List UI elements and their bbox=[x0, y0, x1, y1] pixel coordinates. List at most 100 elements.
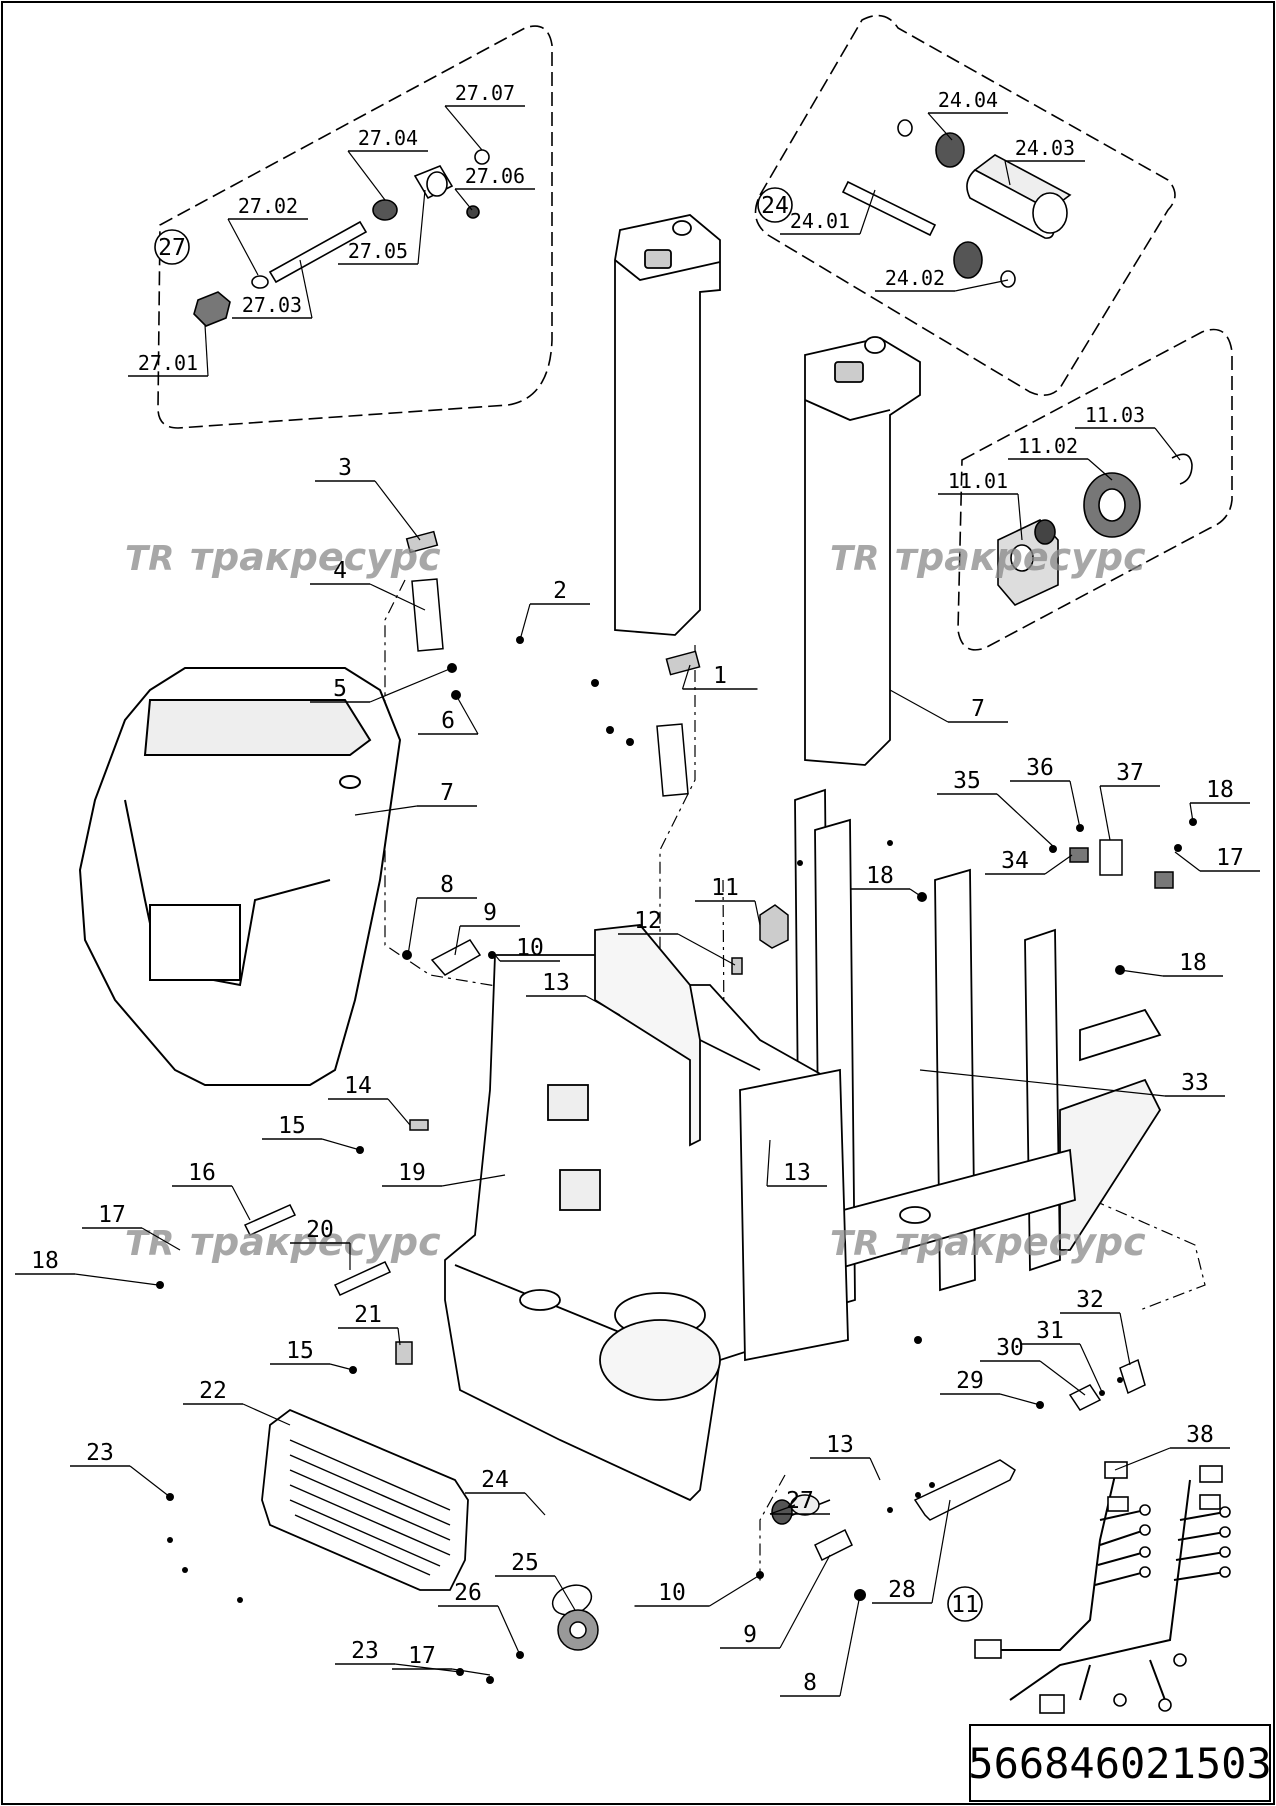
callout-leader bbox=[1119, 969, 1164, 977]
callout-13c: 13 bbox=[810, 1432, 881, 1481]
callout-leader bbox=[1114, 1447, 1171, 1471]
nut-27-07 bbox=[474, 149, 490, 165]
callout-label: 20 bbox=[306, 1217, 334, 1243]
callout-37: 37 bbox=[1099, 760, 1160, 841]
callout-leader bbox=[387, 1098, 411, 1126]
callout-5: 5 bbox=[310, 667, 453, 703]
sleeve-24-03-end bbox=[1032, 192, 1068, 234]
callout-label: 11.03 bbox=[1085, 403, 1145, 427]
callout-label: 27.03 bbox=[242, 293, 302, 317]
callout-label: 1 bbox=[713, 663, 727, 689]
callout-leader bbox=[397, 1327, 401, 1346]
callout-label: 13 bbox=[542, 970, 570, 996]
callout-leader bbox=[369, 667, 453, 703]
callout-label: 8 bbox=[440, 872, 454, 898]
callout-9b: 9 bbox=[720, 1554, 831, 1649]
callout-leader bbox=[444, 105, 483, 151]
callout-16: 16 bbox=[172, 1160, 251, 1221]
callout-label: 24.04 bbox=[938, 88, 998, 112]
callout-label: 7 bbox=[440, 780, 454, 806]
callout-18a: 18 bbox=[15, 1248, 159, 1286]
callout-leader bbox=[1039, 1360, 1086, 1396]
callout-27a: 27 bbox=[769, 1488, 830, 1515]
callout-leader bbox=[455, 694, 479, 735]
callout-leader bbox=[1099, 785, 1111, 841]
callout-label: 18 bbox=[1179, 950, 1207, 976]
callout-8a: 8 bbox=[407, 872, 477, 956]
switch-34 bbox=[1069, 847, 1089, 863]
callout-label: 6 bbox=[441, 708, 455, 734]
callout-17b: 17 bbox=[1174, 845, 1260, 872]
callout-label: 3 bbox=[338, 455, 352, 481]
callout-14: 14 bbox=[328, 1073, 411, 1126]
callout-leader bbox=[497, 1605, 521, 1656]
callout-label: 34 bbox=[1001, 848, 1029, 874]
callout-leader bbox=[1087, 458, 1113, 481]
callout-label: 7 bbox=[971, 696, 985, 722]
callout-label: 15 bbox=[286, 1338, 314, 1364]
bearing-24-04 bbox=[935, 132, 965, 168]
callout-leader bbox=[681, 664, 691, 690]
callout-label: 4 bbox=[333, 558, 347, 584]
callout-label: 15 bbox=[278, 1113, 306, 1139]
callout-leader bbox=[494, 954, 501, 962]
watermark-mark: TR bbox=[830, 539, 879, 579]
callout-4: 4 bbox=[310, 558, 426, 611]
callout-label: 24 bbox=[481, 1467, 509, 1493]
callout-leader bbox=[354, 805, 418, 816]
callout-label: 27 bbox=[158, 235, 186, 261]
callout-leader bbox=[374, 480, 421, 541]
callout-circle bbox=[947, 1586, 983, 1622]
callout-12: 12 bbox=[618, 908, 736, 966]
callout-11.03: 11.03 bbox=[1075, 403, 1181, 461]
callout-leader bbox=[394, 1663, 461, 1673]
column-right bbox=[804, 337, 921, 766]
callout-labels: 1234567788991010111111.0111.0211.0312131… bbox=[15, 81, 1260, 1697]
watermark-text: тракресурс bbox=[190, 535, 441, 579]
callout-33: 33 bbox=[919, 1069, 1225, 1097]
part-number-box: 566846021503 bbox=[968, 1724, 1272, 1802]
callout-leader bbox=[754, 900, 761, 926]
callout-circle bbox=[757, 187, 793, 223]
callout-7b: 7 bbox=[889, 689, 1008, 723]
watermark-1: TR тракресурс bbox=[125, 535, 441, 579]
callout-leader bbox=[1004, 160, 1011, 186]
callout-leader bbox=[954, 279, 1009, 292]
front-cover bbox=[78, 667, 402, 1086]
callout-24.04: 24.04 bbox=[927, 88, 1008, 141]
part-9-upper bbox=[430, 939, 482, 976]
callout-leader bbox=[227, 218, 259, 276]
callout-label: 16 bbox=[188, 1160, 216, 1186]
watermark-mark: TR bbox=[830, 1224, 879, 1264]
callout-label: 22 bbox=[199, 1378, 227, 1404]
callout-label: 13 bbox=[826, 1432, 854, 1458]
callout-label: 24.03 bbox=[1015, 136, 1075, 160]
callout-6: 6 bbox=[418, 694, 479, 735]
detail-24-outline bbox=[754, 14, 1176, 396]
callout-label: 23 bbox=[86, 1440, 114, 1466]
callout-24b: 24 bbox=[757, 187, 793, 223]
callout-leader bbox=[1069, 780, 1081, 829]
callout-17a: 17 bbox=[82, 1202, 181, 1251]
watermark-text: тракресурс bbox=[895, 535, 1146, 579]
callout-label: 21 bbox=[354, 1302, 382, 1328]
callout-label: 31 bbox=[1036, 1318, 1064, 1344]
watermarks: TR тракресурс TR тракресурс TR тракресур… bbox=[125, 535, 1146, 1264]
callout-label: 23 bbox=[351, 1638, 379, 1664]
detail-27-outline bbox=[157, 25, 553, 429]
wiring-harness-38 bbox=[990, 1474, 1226, 1701]
callout-26: 26 bbox=[438, 1580, 521, 1656]
watermark-text: тракресурс bbox=[190, 1220, 441, 1264]
callout-21: 21 bbox=[338, 1302, 401, 1346]
callout-23b: 23 bbox=[335, 1638, 461, 1673]
callout-18b: 18 bbox=[850, 863, 923, 898]
callout-11a: 11 bbox=[695, 875, 761, 926]
callout-leader bbox=[231, 1185, 251, 1221]
callout-8b: 8 bbox=[780, 1594, 861, 1697]
callout-leader bbox=[417, 189, 426, 265]
callout-leader bbox=[1154, 427, 1181, 461]
callout-label: 32 bbox=[1076, 1287, 1104, 1313]
watermark-4: TR тракресурс bbox=[830, 1220, 1146, 1264]
callout-label: 18 bbox=[866, 863, 894, 889]
callout-label: 17 bbox=[408, 1643, 436, 1669]
